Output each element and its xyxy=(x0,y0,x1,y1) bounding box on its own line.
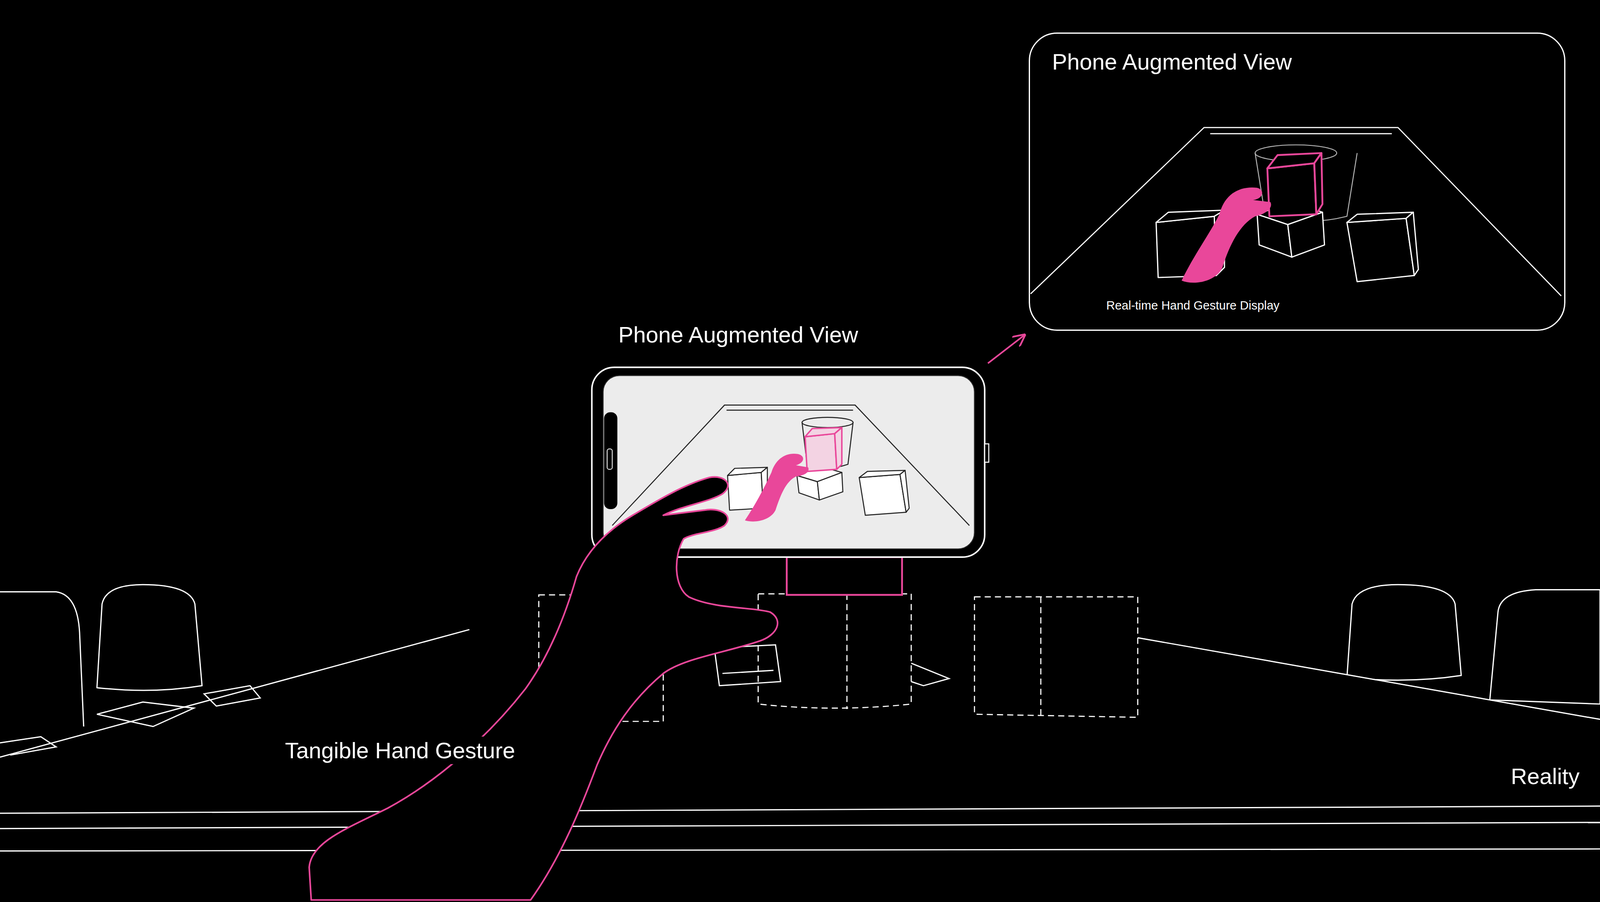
phone-view: Phone Augmented View xyxy=(591,321,985,558)
phone-notch xyxy=(604,412,618,510)
screen-table xyxy=(726,409,854,411)
virtual-cube xyxy=(1267,152,1322,169)
panel-table xyxy=(1210,132,1392,135)
table-edge xyxy=(0,849,1600,852)
screen-cube xyxy=(859,470,905,478)
speaker-base xyxy=(722,670,774,674)
flow-arrow xyxy=(987,335,1025,364)
panel-cube xyxy=(1406,212,1419,276)
hidden-cube xyxy=(974,597,1138,718)
hidden-cube xyxy=(758,593,912,708)
phone-button xyxy=(984,443,989,463)
real-hand xyxy=(309,477,778,900)
hidden-cube xyxy=(846,593,848,710)
virtual-cube xyxy=(805,433,837,472)
chair xyxy=(1347,584,1462,680)
phone-speaker xyxy=(607,449,613,470)
hidden-cube xyxy=(1040,597,1042,720)
virtual-cube xyxy=(834,427,842,470)
phone-title: Phone Augmented View xyxy=(618,321,858,348)
screen-cube xyxy=(900,470,910,513)
panel-cube xyxy=(1347,218,1415,282)
table-object xyxy=(204,685,261,707)
chair xyxy=(0,591,84,727)
augmented-view-panel: Phone Augmented ViewReal-time Hand Gestu… xyxy=(1028,32,1566,331)
screen-speaker xyxy=(802,417,853,428)
gesture-label: Tangible Hand Gesture xyxy=(281,736,519,765)
panel-speaker xyxy=(1255,152,1358,222)
panel-title: Phone Augmented View xyxy=(1052,48,1292,75)
chair xyxy=(1490,590,1600,705)
reality-label: Reality xyxy=(1507,762,1583,790)
virtual-cube xyxy=(1314,152,1323,215)
screen-cube xyxy=(859,474,907,516)
virtual-cube xyxy=(1267,163,1317,217)
table-top xyxy=(0,629,1600,902)
panel-table xyxy=(1030,127,1561,296)
table-object xyxy=(0,736,57,755)
speaker-base xyxy=(911,663,950,686)
panel-caption: Real-time Hand Gesture Display xyxy=(1106,298,1280,313)
table-edge xyxy=(0,822,1600,829)
virtual-hand xyxy=(1181,187,1272,283)
table-edge xyxy=(0,806,1600,814)
table-object xyxy=(97,702,195,727)
virtual-hand xyxy=(745,453,809,522)
chair xyxy=(97,584,203,691)
table-edge xyxy=(1137,637,1600,720)
panel-cube xyxy=(1347,212,1414,223)
phone-stand xyxy=(786,557,903,595)
